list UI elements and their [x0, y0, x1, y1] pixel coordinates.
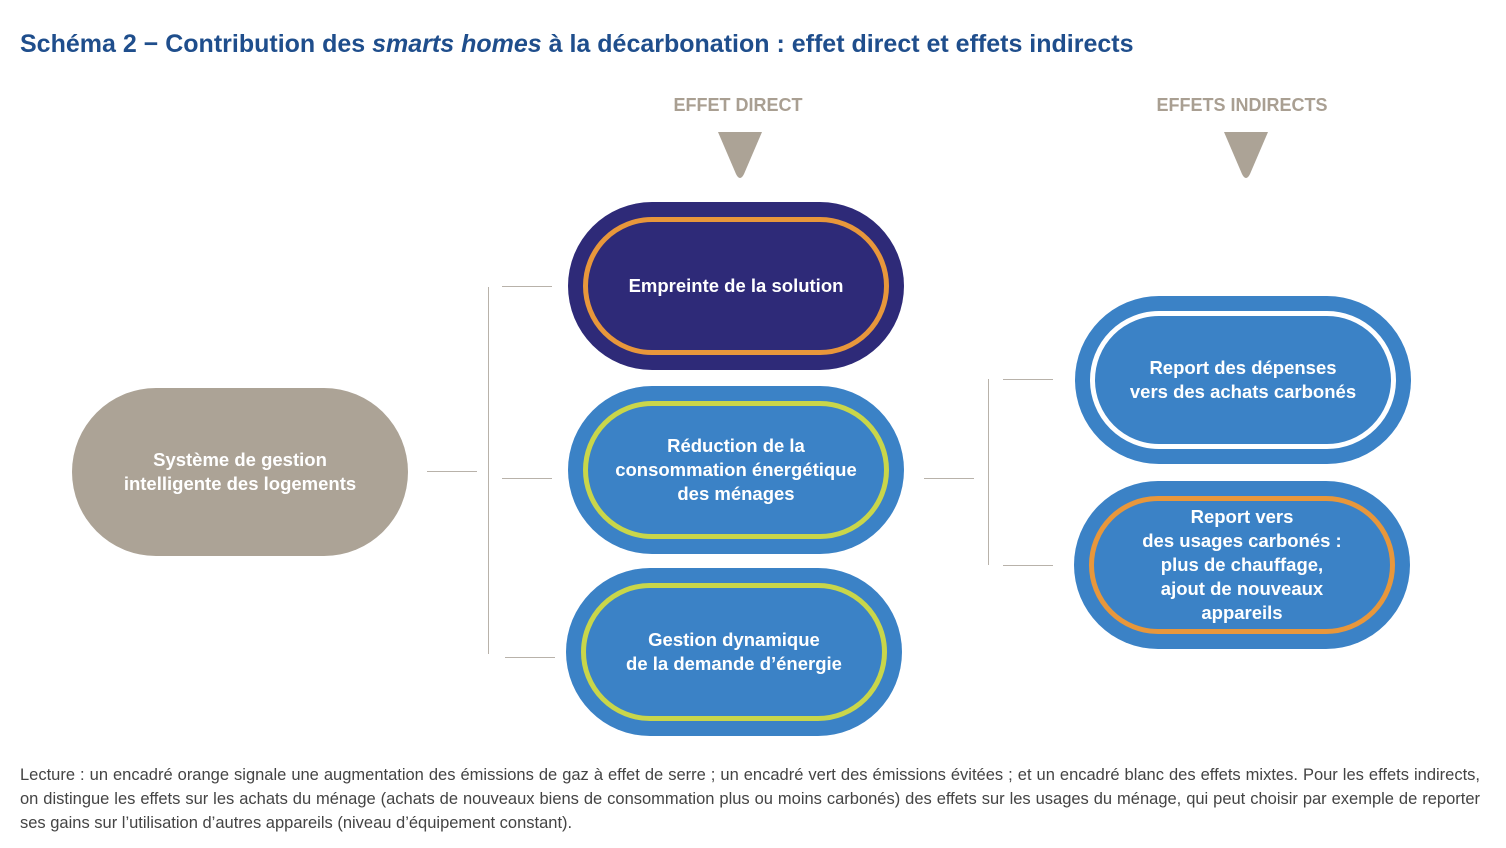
node-energy-reduction-border [583, 401, 889, 539]
node-energy-reduction: Réduction de la consommation énergétique… [568, 386, 904, 554]
bracket-left-vertical [488, 287, 489, 654]
node-dynamic-demand-label: Gestion dynamique de la demande d’énergi… [626, 629, 842, 674]
down-arrow-indirect-icon [1224, 132, 1268, 178]
connector-footprint [502, 286, 552, 287]
node-smart-home-system: Système de gestion intelligente des loge… [72, 388, 408, 556]
node-spending-shift: Report des dépenses vers des achats carb… [1075, 296, 1411, 464]
node-spending-shift-border [1090, 311, 1396, 449]
connector-spending [1003, 379, 1053, 380]
node-usage-shift-label: Report vers des usages carbonés : plus d… [1142, 506, 1342, 623]
node-smart-home-system-label: Système de gestion intelligente des loge… [123, 449, 357, 494]
node-usage-shift-border [1089, 496, 1395, 634]
connector-dynamic [505, 657, 555, 658]
down-arrow-direct-icon [718, 132, 762, 178]
node-dynamic-demand-border [581, 583, 887, 721]
connector-source [427, 471, 477, 472]
node-energy-reduction-label: Réduction de la consommation énergétique… [615, 435, 857, 504]
node-solution-footprint-border [583, 217, 889, 355]
node-solution-footprint-label: Empreinte de la solution [628, 275, 844, 296]
title-italic: smarts homes [372, 30, 542, 58]
connector-usage [1003, 565, 1053, 566]
reading-note: Lecture : un encadré orange signale une … [20, 766, 1480, 832]
connector-reduction [502, 478, 552, 479]
header-direct-effect: EFFET DIRECT [673, 95, 803, 115]
diagram-title: Schéma 2 − Contribution des smarts homes… [20, 30, 1134, 58]
node-solution-footprint: Empreinte de la solution [568, 202, 904, 370]
bracket-right-vertical [988, 379, 989, 565]
connector-reduction-out [924, 478, 974, 479]
node-spending-shift-label: Report des dépenses vers des achats carb… [1129, 357, 1357, 402]
header-indirect-effects: EFFETS INDIRECTS [1156, 95, 1328, 115]
node-usage-shift: Report vers des usages carbonés : plus d… [1074, 481, 1410, 649]
node-dynamic-demand: Gestion dynamique de la demande d’énergi… [566, 568, 902, 736]
